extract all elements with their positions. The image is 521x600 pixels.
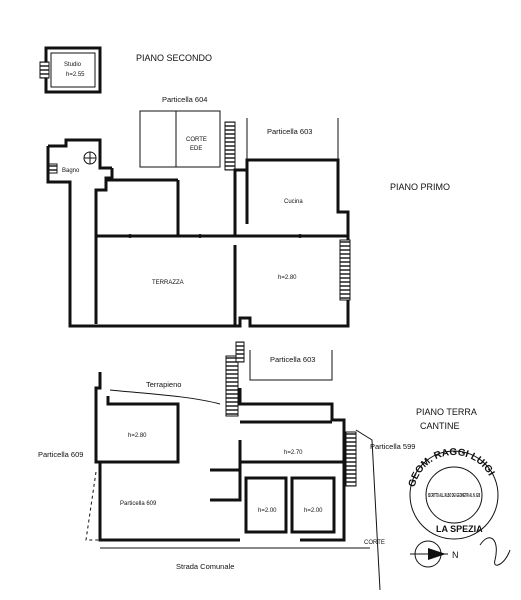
cucina-label: Cucina [284, 199, 303, 205]
corte-top-label-2: EDE [190, 146, 202, 152]
particella-599-label: Particella 599 [370, 442, 415, 451]
strada-comunale-label: Strada Comunale [176, 562, 234, 571]
surveyor-stamp: GEOM. RAGGI LUIGI ISCRITTO ALL'ALBO DEI … [407, 447, 499, 540]
cantina-height-1: h=2.00 [258, 508, 277, 514]
piano-primo-plan: Particella 604 CORTE EDE Particella 603 … [46, 95, 450, 328]
terrazza-label: TERRAZZA [152, 280, 184, 286]
cantine-title: CANTINE [420, 421, 460, 431]
secondo-room-label: Studio [64, 62, 82, 68]
piano-secondo-title: PIANO SECONDO [136, 53, 212, 63]
particella-603-bottom-label: Particella 603 [270, 355, 315, 364]
north-arrow: N [410, 540, 459, 568]
primo-height-label: h=2.80 [278, 275, 297, 281]
stamp-outer-text: GEOM. RAGGI LUIGI [407, 447, 497, 488]
terrapieno-label: Terrapieno [146, 380, 181, 389]
terra-height-left: h=2.80 [128, 433, 147, 439]
secondo-room-outline [44, 46, 102, 94]
stamp-city-text: LA SPEZIA [436, 524, 483, 534]
bagno-label: Bagno [62, 168, 80, 174]
north-arrow-label: N [452, 550, 459, 560]
particella-603-top-label: Particella 603 [267, 127, 312, 136]
secondo-room-height: h=2.55 [66, 72, 85, 78]
svg-text:GEOM. RAGGI LUIGI: GEOM. RAGGI LUIGI [407, 447, 497, 488]
cantina-height-2: h=2.00 [304, 508, 323, 514]
stamp-inner-text: ISCRITTO ALL'ALBO DEI GEOMETRI AL N. 628 [428, 493, 480, 499]
piano-terra-plan: Particella 603 Terrapieno h=2.80 h=2.70 … [38, 341, 477, 591]
particella-604-label: Particella 604 [162, 95, 207, 104]
signature-mark [479, 537, 511, 566]
particella-609-label: Particella 609 [38, 450, 83, 459]
corte-top-label: CORTE [186, 137, 207, 143]
piano-secondo-plan: Studio h=2.55 PIANO SECONDO [39, 46, 212, 94]
corte-bottom-label: CORTE [364, 540, 385, 546]
secondo-stair [39, 61, 50, 79]
piano-primo-title: PIANO PRIMO [390, 182, 450, 192]
particella-note-label: Particella 609 [120, 501, 157, 507]
terra-height-mid: h=2.70 [284, 450, 303, 456]
piano-terra-title: PIANO TERRA [416, 407, 477, 417]
